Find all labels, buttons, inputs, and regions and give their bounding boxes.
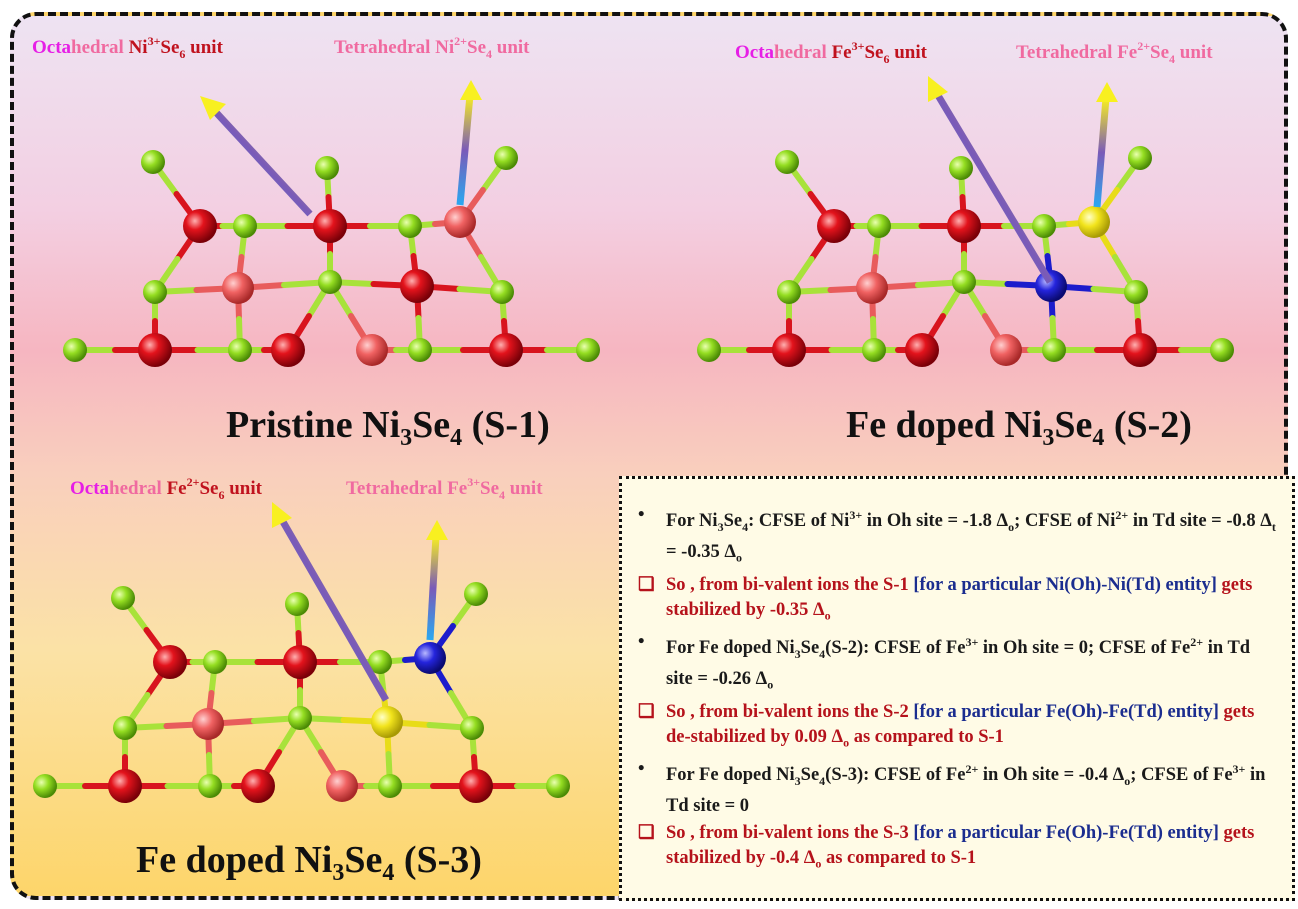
s1-atom-se-4 bbox=[233, 214, 257, 238]
s2-atom-red-14 bbox=[772, 333, 806, 367]
s3-atom-pink-17 bbox=[326, 770, 358, 802]
s3-atom-blue-7 bbox=[414, 642, 446, 674]
info-bullet-2: •For Fe doped Ni3Se4(S-2): CFSE of Fe3+ … bbox=[638, 632, 1251, 692]
s1-atom-se-2 bbox=[494, 146, 518, 170]
s3-atom-red-5 bbox=[283, 645, 317, 679]
s3-atom-se-20 bbox=[546, 774, 570, 798]
s1-atom-red-16 bbox=[271, 333, 305, 367]
s1-atom-se-6 bbox=[398, 214, 422, 238]
s3-atom-yel-11 bbox=[371, 706, 403, 738]
info-bullet-1: •For Ni3Se4: CFSE of Ni3+ in Oh site = -… bbox=[638, 505, 1276, 565]
s2-atom-se-8 bbox=[777, 280, 801, 304]
s2-atom-pink-17 bbox=[990, 334, 1022, 366]
s2-tet-label: Tetrahedral Fe2+Se4 unit bbox=[1016, 39, 1213, 66]
s2-atom-se-10 bbox=[952, 270, 976, 294]
s1-tet-label: Tetrahedral Ni2+Se4 unit bbox=[334, 34, 530, 61]
s3-atom-se-4 bbox=[203, 650, 227, 674]
s3-atom-se-0 bbox=[111, 586, 135, 610]
s3-atom-se-2 bbox=[464, 582, 488, 606]
s2-atom-se-6 bbox=[1032, 214, 1056, 238]
s1-atom-pink-17 bbox=[356, 334, 388, 366]
info-square-2: ❑So , from bi-valent ions the S-2 [for a… bbox=[638, 701, 1255, 750]
arrow-s1-tet bbox=[456, 80, 482, 206]
s1-atom-red-19 bbox=[489, 333, 523, 367]
atoms-s2 bbox=[697, 146, 1234, 367]
s2-oct-label: Octahedral Fe3+Se6 unit bbox=[735, 39, 928, 66]
s1-title: Pristine Ni3Se4 (S-1) bbox=[226, 404, 550, 451]
s3-tet-label: Tetrahedral Fe3+Se4 unit bbox=[346, 475, 543, 502]
s2-atom-se-1 bbox=[949, 156, 973, 180]
s2-atom-red-3 bbox=[817, 209, 851, 243]
s2-atom-se-13 bbox=[697, 338, 721, 362]
s3-oct-label: Octahedral Fe2+Se6 unit bbox=[70, 475, 263, 502]
s3-atom-se-10 bbox=[288, 706, 312, 730]
s1-atom-se-15 bbox=[228, 338, 252, 362]
s3-atom-red-3 bbox=[153, 645, 187, 679]
s2-atom-se-20 bbox=[1210, 338, 1234, 362]
s1-atom-pink-9 bbox=[222, 272, 254, 304]
s3-atom-se-6 bbox=[368, 650, 392, 674]
arrow-s3-tet bbox=[426, 520, 448, 641]
s3-atom-se-1 bbox=[285, 592, 309, 616]
info-bullet-3: •For Fe doped Ni3Se4(S-3): CFSE of Fe2+ … bbox=[638, 759, 1266, 817]
s2-atom-se-0 bbox=[775, 150, 799, 174]
s1-atom-red-14 bbox=[138, 333, 172, 367]
s2-atom-red-5 bbox=[947, 209, 981, 243]
s3-atom-pink-9 bbox=[192, 708, 224, 740]
arrow-s2-oct bbox=[928, 76, 1054, 284]
arrow-s3-oct bbox=[272, 502, 390, 702]
s3-atom-se-18 bbox=[378, 774, 402, 798]
s3-atom-se-15 bbox=[198, 774, 222, 798]
s1-oct-label: Octahedral Ni3+Se6 unit bbox=[32, 34, 224, 61]
bonds-s3 bbox=[42, 591, 561, 789]
bonds-s2 bbox=[706, 155, 1225, 353]
s2-atom-yel-7 bbox=[1078, 206, 1110, 238]
s2-atom-se-12 bbox=[1124, 280, 1148, 304]
s1-atom-red-5 bbox=[313, 209, 347, 243]
atoms-s1 bbox=[63, 146, 600, 367]
s1-atom-red-11 bbox=[400, 269, 434, 303]
s3-atom-se-13 bbox=[33, 774, 57, 798]
atoms-s3 bbox=[33, 582, 570, 803]
s2-atom-se-4 bbox=[867, 214, 891, 238]
s1-atom-se-10 bbox=[318, 270, 342, 294]
s1-atom-se-1 bbox=[315, 156, 339, 180]
s2-atom-red-19 bbox=[1123, 333, 1157, 367]
s2-atom-blue-11 bbox=[1035, 270, 1067, 302]
arrow-s2-tet bbox=[1093, 82, 1118, 208]
s3-atom-red-14 bbox=[108, 769, 142, 803]
s2-atom-se-18 bbox=[1042, 338, 1066, 362]
s2-atom-se-15 bbox=[862, 338, 886, 362]
s1-atom-se-8 bbox=[143, 280, 167, 304]
s3-atom-se-8 bbox=[113, 716, 137, 740]
arrow-s1-oct bbox=[200, 96, 313, 217]
s3-atom-red-19 bbox=[459, 769, 493, 803]
info-square-3: ❑So , from bi-valent ions the S-3 [for a… bbox=[638, 823, 1255, 871]
info-square-1: ❑So , from bi-valent ions the S-1 [for a… bbox=[638, 574, 1253, 623]
bonds-s1 bbox=[72, 155, 591, 353]
s1-atom-pink-7 bbox=[444, 206, 476, 238]
s1-atom-se-0 bbox=[141, 150, 165, 174]
s2-atom-se-2 bbox=[1128, 146, 1152, 170]
s2-atom-pink-9 bbox=[856, 272, 888, 304]
s3-title: Fe doped Ni3Se4 (S-3) bbox=[136, 839, 482, 886]
cfse-info-box: •For Ni3Se4: CFSE of Ni3+ in Oh site = -… bbox=[619, 476, 1295, 901]
s1-atom-red-3 bbox=[183, 209, 217, 243]
s3-atom-red-16 bbox=[241, 769, 275, 803]
s1-atom-se-13 bbox=[63, 338, 87, 362]
s1-atom-se-12 bbox=[490, 280, 514, 304]
s2-title: Fe doped Ni3Se4 (S-2) bbox=[846, 404, 1192, 451]
s3-atom-se-12 bbox=[460, 716, 484, 740]
s2-atom-red-16 bbox=[905, 333, 939, 367]
s1-atom-se-18 bbox=[408, 338, 432, 362]
s1-atom-se-20 bbox=[576, 338, 600, 362]
